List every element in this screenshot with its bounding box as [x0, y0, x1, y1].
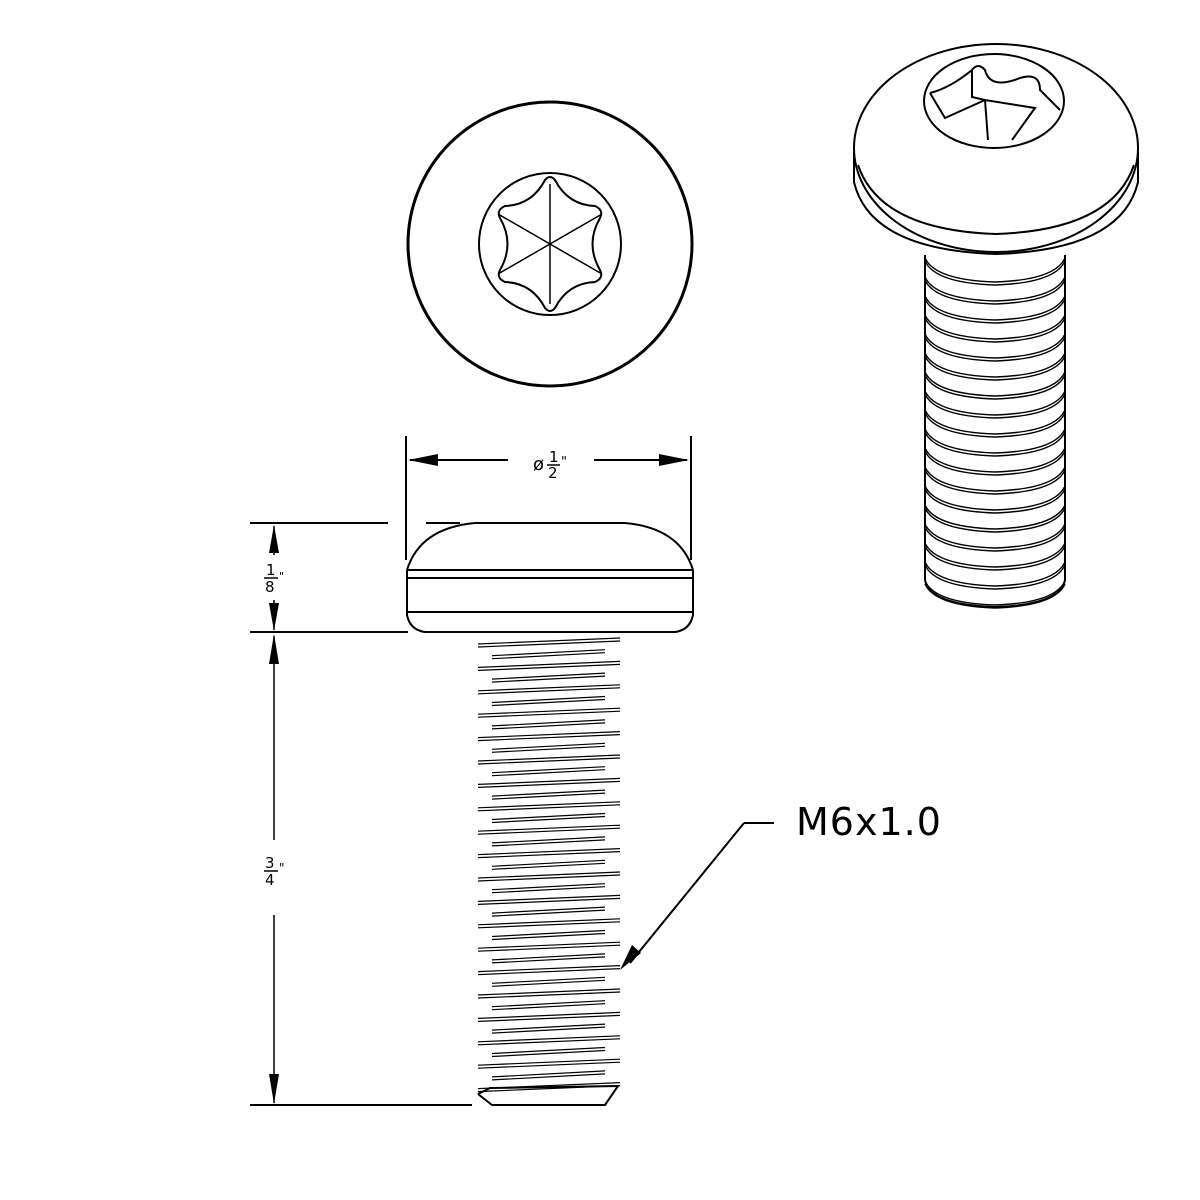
- diameter-label: ø 1 2 ": [533, 448, 567, 482]
- thread-lines: [477, 637, 621, 1093]
- svg-text:": ": [279, 570, 284, 583]
- thread-length-dimension: [250, 634, 472, 1106]
- thread-callout-leader: [620, 822, 774, 970]
- svg-text:2: 2: [548, 464, 558, 482]
- iso-thread-lines: [924, 257, 1066, 609]
- diameter-dimension: [405, 436, 692, 560]
- torx-recess-icon: [497, 176, 603, 312]
- head-outline-circle: [406, 100, 694, 388]
- diameter-symbol: ø: [533, 454, 544, 475]
- svg-text:": ": [279, 861, 285, 875]
- top-view: [406, 100, 694, 388]
- svg-text:1: 1: [266, 561, 276, 579]
- svg-text:8: 8: [265, 578, 275, 596]
- thread-spec-callout: M6x1.0: [796, 800, 942, 844]
- side-view: [406, 522, 694, 1106]
- recess-outline-circle: [478, 172, 622, 316]
- isometric-view: [853, 43, 1139, 609]
- svg-text:3: 3: [265, 854, 275, 872]
- svg-text:": ": [561, 455, 567, 470]
- svg-text:4: 4: [265, 871, 275, 889]
- svg-text:1: 1: [549, 448, 559, 466]
- head-height-dimension: [250, 522, 460, 633]
- thread-length-label: 3 4 ": [264, 854, 285, 889]
- head-height-label: 1 8 ": [264, 561, 284, 596]
